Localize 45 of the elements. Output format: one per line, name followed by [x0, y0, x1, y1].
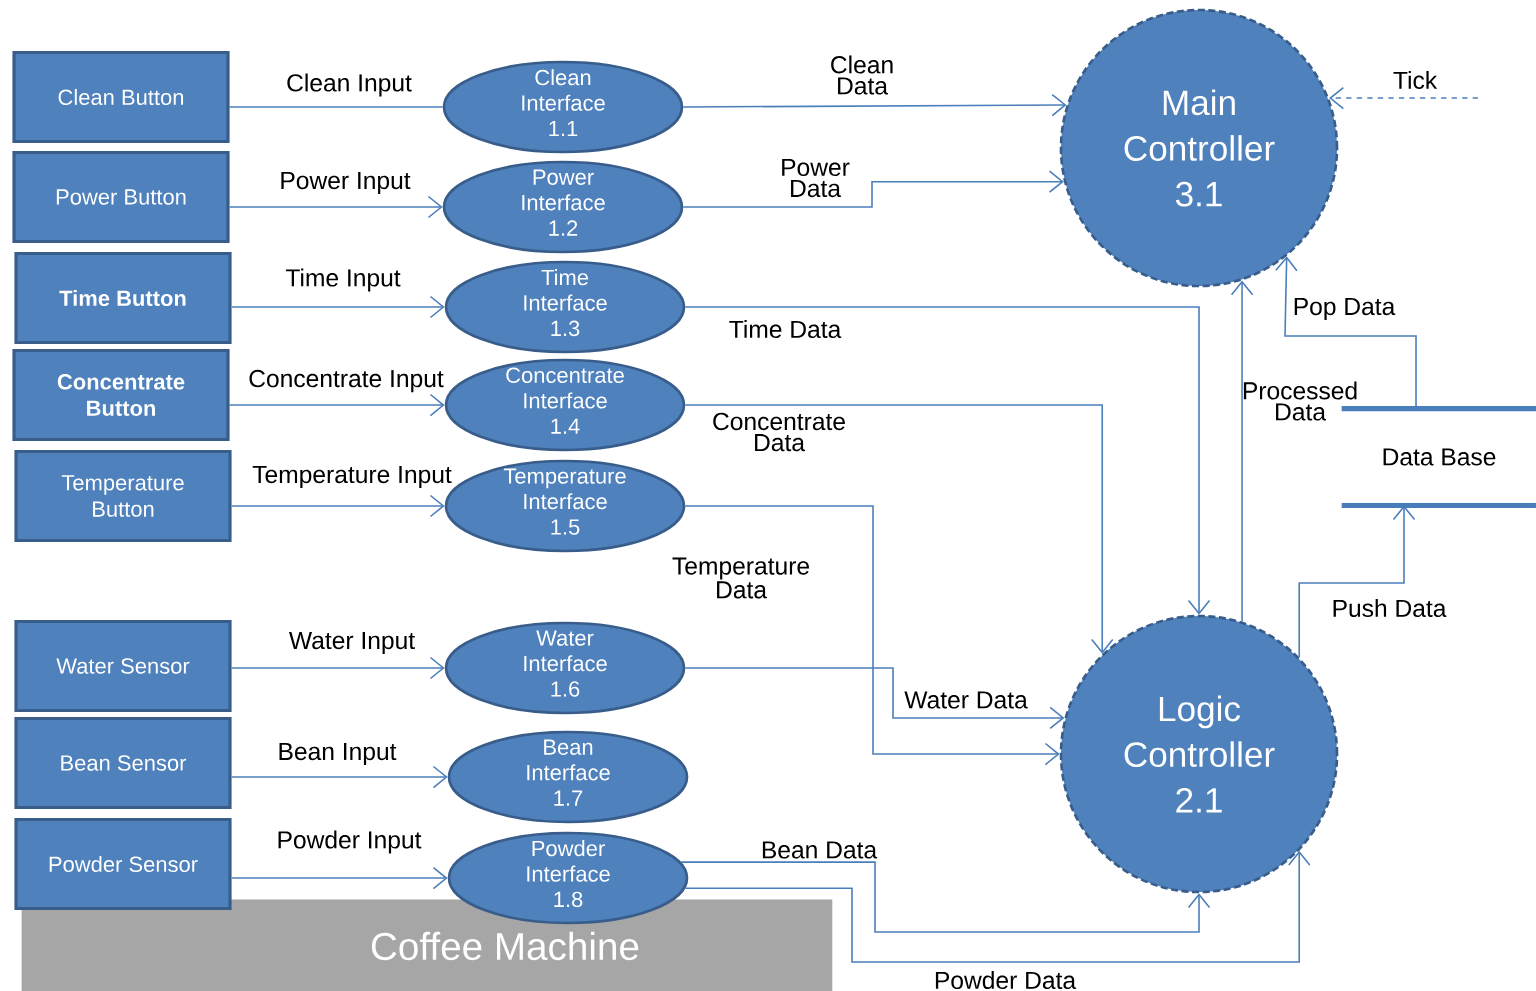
arrow — [228, 393, 445, 417]
edge-label: Pop Data — [1294, 298, 1396, 320]
arrow — [684, 667, 1065, 730]
arrow — [230, 765, 448, 789]
sensor-box: Powder Sensor — [14, 817, 232, 911]
edge-label: Clean Input — [287, 73, 412, 97]
edge-label: Power Input — [281, 172, 411, 194]
arrow — [684, 850, 1311, 963]
arrow — [230, 656, 445, 680]
sensor-box: Water Sensor — [14, 619, 232, 713]
arrow — [682, 170, 1064, 208]
arrow — [1230, 280, 1254, 623]
edge-label: Time Data — [729, 319, 842, 339]
arrow — [228, 195, 443, 219]
edge-label: Water Data — [904, 691, 1028, 709]
edge-label: Water Input — [289, 632, 415, 654]
arrow — [684, 306, 1211, 615]
button-box: Time Button — [14, 251, 232, 345]
arrow — [230, 295, 445, 319]
arrow — [684, 505, 1060, 766]
edge-label: Time Input — [285, 268, 401, 292]
edge-label: Bean Input — [279, 743, 397, 765]
connector-line — [228, 106, 444, 108]
dashed-arrow — [1329, 86, 1479, 110]
arrow — [1298, 505, 1416, 658]
button-box: Clean Button — [12, 50, 230, 144]
arrow — [230, 866, 448, 890]
edge-label: Concentrate Data — [713, 412, 845, 452]
edge-label: Power Data — [782, 158, 850, 198]
arrow — [682, 93, 1067, 117]
edge-label: Clean Data — [831, 55, 893, 95]
button-box: Concentrate Button — [12, 348, 230, 442]
button-box: Power Button — [12, 150, 230, 244]
arrow — [680, 861, 1211, 933]
edge-label: Powder Data — [935, 970, 1077, 990]
edge-label: Temperature Data — [672, 557, 809, 599]
arrow — [684, 404, 1114, 654]
edge-label: Powder Input — [278, 830, 422, 854]
data-store: Data Base — [1341, 406, 1536, 508]
button-box: Temperature Button — [14, 449, 232, 543]
edge-label: Bean Data — [762, 841, 878, 859]
edge-label: Concentrate Input — [249, 369, 444, 393]
edge-label: Tick — [1393, 70, 1438, 90]
sensor-box: Bean Sensor — [14, 716, 232, 810]
arrow — [230, 494, 445, 518]
